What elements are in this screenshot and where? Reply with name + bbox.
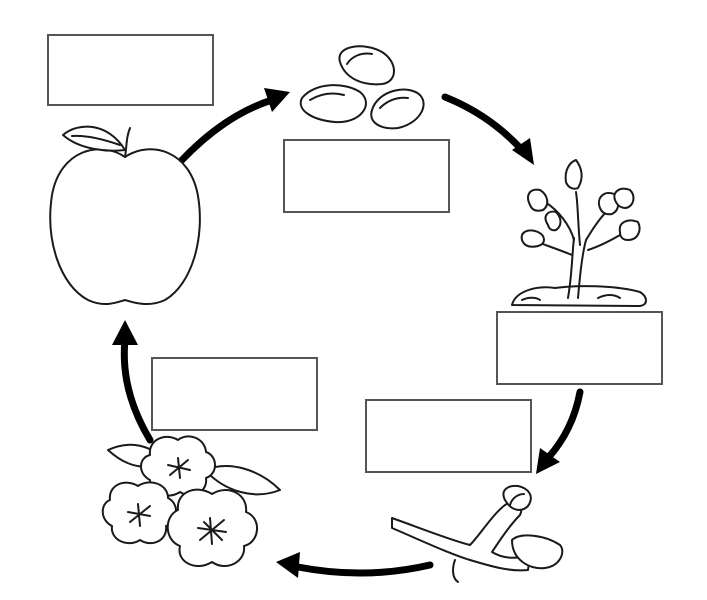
- arrow-fruit-to-seeds: [178, 88, 290, 164]
- label-box-bud[interactable]: [365, 399, 532, 473]
- seeds-icon: [299, 45, 425, 130]
- arrow-seedling-to-bud: [536, 388, 584, 474]
- label-box-seedling[interactable]: [496, 311, 663, 385]
- arrow-seeds-to-seedling: [441, 93, 534, 165]
- apple-icon: [49, 125, 201, 306]
- label-box-flower[interactable]: [151, 357, 318, 431]
- arrow-flower-to-fruit: [112, 320, 154, 444]
- arrow-bud-to-flower: [276, 552, 434, 578]
- flower-bud-icon: [391, 484, 564, 583]
- apple-blossom-icon: [101, 435, 281, 567]
- label-box-seeds[interactable]: [283, 139, 450, 213]
- label-box-fruit[interactable]: [47, 34, 214, 106]
- seedling-icon: [511, 159, 647, 307]
